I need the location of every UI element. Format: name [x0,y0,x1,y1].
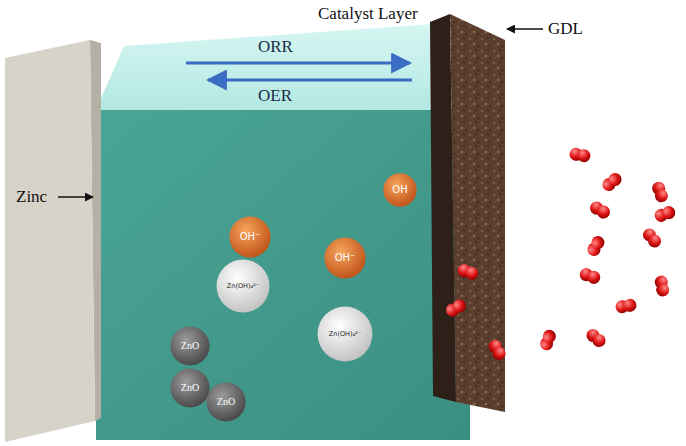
oxygen-molecule [650,180,669,204]
circle-shape [170,326,209,365]
oxygen-molecule [444,297,469,319]
oer-arrow [208,79,412,82]
zinc-oxide-particle: ZnO [170,368,210,408]
oxygen-molecule [578,266,602,285]
oxygen-atom [645,232,663,250]
zinc-oxide-particle: ZnO [170,326,210,366]
electrolyte-front [96,110,470,440]
oxygen-molecule [654,275,670,298]
circle-shape [324,237,365,278]
ion-label: OH [392,185,407,195]
hydroxide-ion: OH [383,173,417,207]
ion-label: Zn(OH)₄²⁻ [227,283,259,290]
oxygen-molecule [653,204,677,223]
hydroxide-ion: OH⁻ [324,237,366,279]
zincate-ion: Zn(OH)₄²⁻ [317,306,373,362]
oxygen-atom [655,282,670,297]
oxygen-atom [576,148,591,163]
ion-label: OH⁻ [240,232,261,242]
oxygen-atom [660,204,677,221]
oxygen-atom [541,328,558,345]
circle-shape [229,216,270,257]
oxygen-atom [590,331,608,349]
circle-shape [206,382,245,421]
oxygen-atom [463,265,480,282]
leader-arrow [58,196,93,198]
oxygen-molecule [538,328,557,352]
part-label: Catalyst Layer [318,4,418,24]
oxygen-molecule [615,298,638,314]
oxygen-atom [589,234,607,252]
electrolyte-top [96,24,470,110]
oxygen-atom [490,345,508,363]
oxygen-molecule [486,338,508,363]
oxygen-molecule [584,326,608,349]
circle-shape [217,260,270,313]
ion-label: ZnO [181,383,199,393]
oxygen-molecule [640,226,663,250]
oxygen-molecule [588,199,613,221]
ion-label: Zn(OH)₄²⁻ [329,331,361,338]
circle-shape [383,173,416,206]
circle-shape [318,307,373,362]
zinc-plate [5,40,95,442]
reaction-label: ORR [258,37,293,57]
oxygen-atom [606,170,624,188]
part-label: Zinc [16,187,47,207]
orr-arrow [186,62,410,65]
reaction-label: OER [258,86,292,106]
oxygen-atom [451,297,469,315]
oxygen-molecules [444,147,677,363]
zincate-ion: Zn(OH)₄²⁻ [216,259,270,313]
oxygen-atom [653,187,670,204]
part-label: GDL [548,19,583,39]
oxygen-atom [622,298,637,313]
oxygen-atom [585,269,602,286]
zinc-oxide-particle: ZnO [206,382,246,422]
circle-shape [170,368,209,407]
ion-label: OH⁻ [335,253,356,263]
oxygen-molecule [585,234,607,259]
hydroxide-ion: OH⁻ [229,216,271,258]
oxygen-molecule [600,170,624,193]
leader-arrow [507,28,543,30]
ion-label: ZnO [217,397,235,407]
oxygen-atom [595,203,613,221]
ion-label: ZnO [181,341,199,351]
oxygen-molecule [456,262,480,281]
oxygen-molecule [569,147,592,163]
